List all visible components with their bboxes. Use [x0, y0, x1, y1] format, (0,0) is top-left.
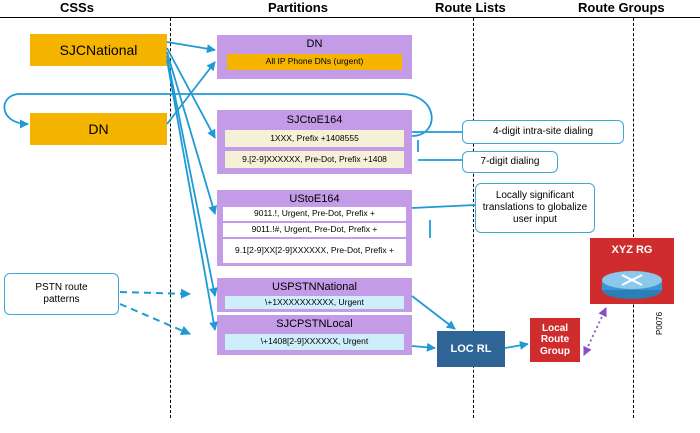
partition-title: USPSTNNational — [272, 281, 357, 293]
callout-7-digit: 7-digit dialing — [462, 151, 558, 173]
connector-locally-significant — [411, 204, 476, 238]
partition-entry: \+1408[2-9]XXXXXX, Urgent — [225, 334, 404, 350]
arrow-sjcnational-to-dn — [166, 41, 216, 54]
partition-title: DN — [306, 38, 323, 50]
partition-entry: All IP Phone DNs (urgent) — [227, 54, 402, 70]
css-sjcnational[interactable]: SJCNational — [30, 34, 167, 66]
arrow-uspstn-to-locrl — [411, 295, 456, 330]
partition-sjctoe164[interactable]: SJCtoE164 1XXX, Prefix +1408555 9.[2-9]X… — [217, 110, 412, 174]
header-route-groups: Route Groups — [578, 0, 665, 15]
arrow-locrl-to-lrg — [504, 340, 529, 350]
callout-locally-significant: Locally significant translations to glob… — [475, 183, 595, 233]
callout-pstn-route-patterns: PSTN route patterns — [4, 273, 119, 315]
local-route-group[interactable]: Local Route Group — [530, 318, 580, 362]
css-dn[interactable]: DN — [30, 113, 167, 145]
partition-ustoe164[interactable]: UStoE164 9011.!, Urgent, Pre-Dot, Prefix… — [217, 190, 412, 266]
router-icon — [602, 271, 662, 299]
partition-title: SJCtoE164 — [286, 114, 343, 126]
arrow-pstn-to-sjcpstnlocal — [119, 303, 191, 336]
column-separator-2 — [473, 18, 474, 418]
partition-entry: 9011.!#, Urgent, Pre-Dot, Prefix + — [223, 223, 406, 237]
route-list-loc-rl[interactable]: LOC RL — [437, 331, 505, 367]
arrow-sjcnational-to-ustoe164 — [166, 51, 218, 215]
arrow-sjcnational-to-uspstnnational — [166, 55, 218, 297]
connector-7-digit — [417, 140, 462, 161]
header-partitions: Partitions — [268, 0, 328, 15]
arrow-sjcnational-to-sjcpstnlocal — [166, 59, 219, 331]
partition-dn[interactable]: DN All IP Phone DNs (urgent) — [217, 35, 412, 79]
partition-entry: 9.1[2-9]XX[2-9]XXXXXX, Pre-Dot, Prefix + — [223, 239, 406, 263]
partition-entry: 1XXX, Prefix +1408555 — [225, 130, 404, 147]
partition-entry: 9.[2-9]XXXXXX, Pre-Dot, Prefix +1408 — [225, 151, 404, 168]
route-group-xyz-label: XYZ RG — [611, 244, 653, 256]
arrow-sjcpstn-to-locrl — [411, 342, 436, 352]
header-css: CSSs — [60, 0, 94, 15]
partition-entry: \+1XXXXXXXXXX, Urgent — [225, 296, 404, 309]
callout-4-digit: 4-digit intra-site dialing — [462, 120, 624, 144]
arrow-pstn-to-uspstnnational — [119, 288, 191, 299]
arrow-loop-to-dn-css — [3, 93, 433, 137]
partition-entry: 9011.!, Urgent, Pre-Dot, Prefix + — [223, 207, 406, 221]
header-route-lists: Route Lists — [435, 0, 506, 15]
column-separator-1 — [170, 18, 171, 418]
arrow-dn-to-dn-partition — [166, 61, 216, 125]
partition-title: UStoE164 — [289, 193, 340, 205]
partition-uspstnnational[interactable]: USPSTNNational \+1XXXXXXXXXX, Urgent — [217, 278, 412, 312]
partition-sjcpstnlocal[interactable]: SJCPSTNLocal \+1408[2-9]XXXXXX, Urgent — [217, 315, 412, 355]
partition-title: SJCPSTNLocal — [276, 318, 353, 330]
header-divider — [0, 17, 700, 18]
arrow-lrg-xyz — [583, 307, 607, 356]
column-separator-3 — [633, 18, 634, 418]
